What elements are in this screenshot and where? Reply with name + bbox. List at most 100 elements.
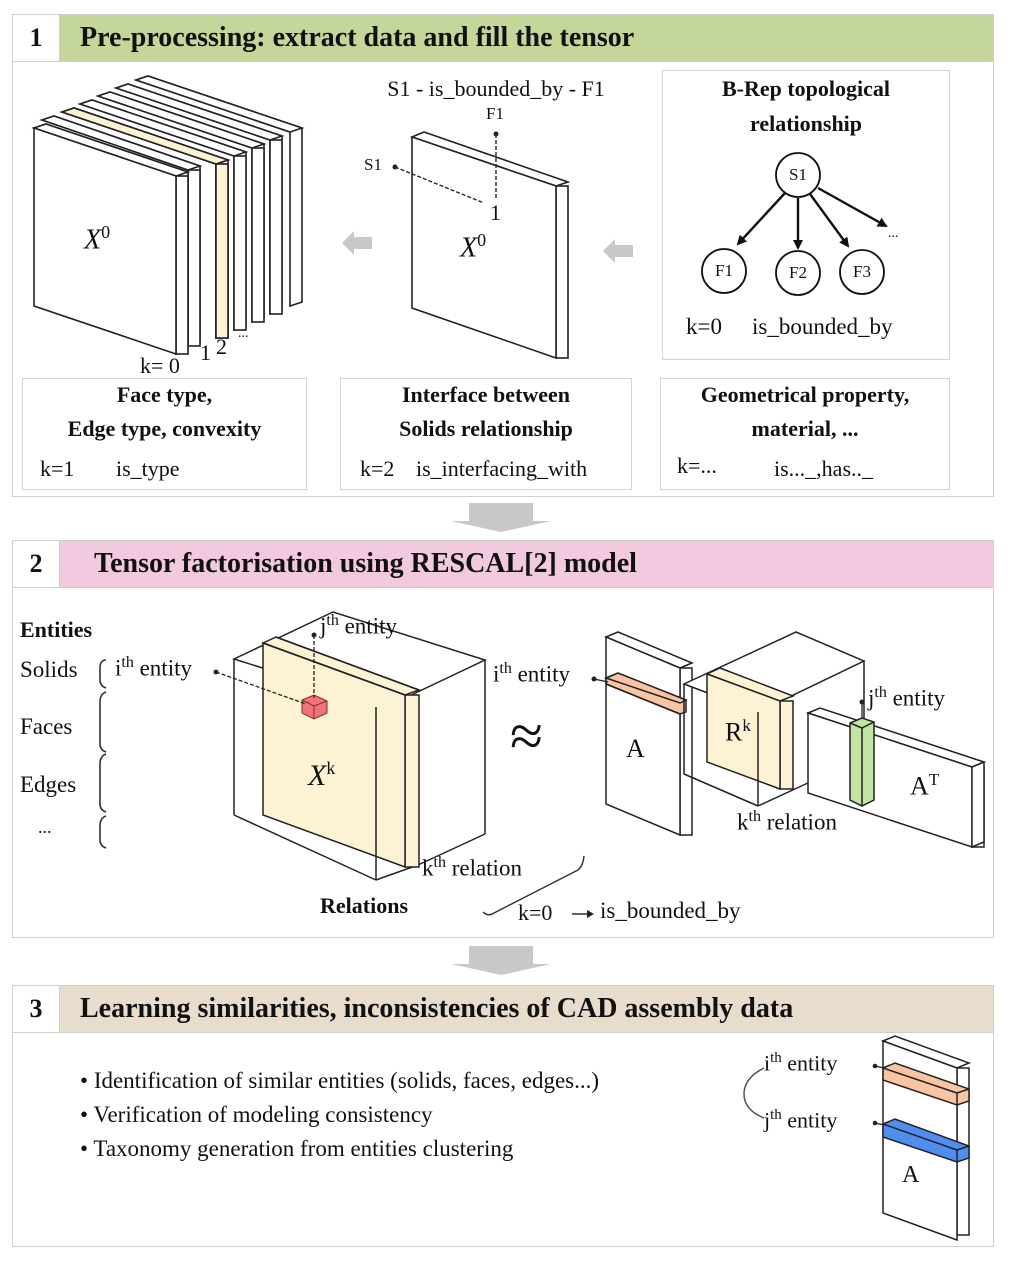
section-3-title: Learning similarities, inconsistencies o… — [60, 986, 993, 1032]
k0-relation-label: is_bounded_by — [600, 898, 741, 923]
core-letter: R — [725, 717, 743, 747]
arrow-down-icon — [451, 946, 551, 975]
core-kth-relation-label: kth relation — [737, 808, 837, 836]
brep-title-line1: B-Rep topological — [721, 76, 891, 101]
brep-relation-label: is_bounded_by — [752, 314, 893, 339]
matrix-at-letter: A — [910, 771, 929, 801]
brep-node-f3-label: F3 — [853, 262, 871, 281]
stack-tensor-label: X0 — [84, 222, 110, 256]
stack-k1-label: 1 — [200, 340, 211, 365]
relation-example-label: S1 - is_bounded_by - F1 — [387, 76, 605, 101]
property-box-interface-line2: Solids relationship — [399, 416, 573, 441]
property-box-geometry-line2: material, ... — [751, 416, 859, 441]
xk-k-letter: k — [422, 855, 434, 881]
section-1-header: 1 Pre-processing: extract data and fill … — [13, 15, 993, 62]
brep-node-f2-label: F2 — [789, 263, 807, 282]
at-j-letter: j — [868, 685, 875, 711]
at-j-entity-word: entity — [892, 685, 945, 711]
property-box-geometry-k: k=... — [677, 453, 717, 478]
xk-i-entity-word: entity — [139, 655, 192, 681]
property-box-geometry-line1: Geometrical property, — [700, 382, 910, 407]
stack-tensor-letter: X — [84, 224, 102, 256]
section-3-panel: 3 Learning similarities, inconsistencies… — [12, 985, 994, 1247]
matrix-a-small-label: A — [902, 1162, 920, 1188]
xk-i-th: th — [121, 654, 134, 671]
property-box-type-line2: Edge type, convexity — [67, 416, 262, 441]
a-i-entity-word: entity — [517, 661, 570, 687]
slice-tensor-letter: X — [460, 232, 478, 264]
core-label: Rk — [725, 716, 751, 748]
outcome-item: • Taxonomy generation from entities clus… — [80, 1136, 514, 1161]
similarity-j-entity-label: jth entity — [764, 1107, 837, 1133]
core-sup: k — [742, 716, 751, 735]
sim-j-letter: j — [764, 1107, 771, 1133]
property-box-interface-line1: Interface between — [402, 382, 570, 407]
arrow-left-icon — [603, 239, 633, 263]
a-i-th: th — [499, 660, 512, 677]
relations-title: Relations — [320, 893, 408, 918]
outcome-item: • Identification of similar entities (so… — [80, 1068, 600, 1093]
entity-group-edges: Edges — [20, 772, 77, 797]
a-i-entity-label: ith entity — [493, 660, 570, 688]
sim-j-th: th — [770, 1107, 782, 1123]
brep-title-line2: relationship — [749, 111, 863, 136]
brep-node-s1-label: S1 — [789, 165, 807, 184]
slice-tensor-label: X0 — [460, 230, 486, 264]
brep-k-label: k=0 — [686, 314, 722, 339]
property-box-interface — [340, 378, 632, 490]
xk-kth-relation-label: kth relation — [422, 854, 522, 882]
stack-k0-label: k= 0 — [140, 353, 180, 378]
sim-i-letter: i — [764, 1050, 771, 1076]
core-relation-word: relation — [766, 809, 837, 835]
sim-i-th: th — [770, 1050, 782, 1066]
xk-j-entity-word: entity — [344, 613, 397, 639]
matrix-at-sup: T — [928, 770, 940, 789]
k0-label: k=0 — [518, 900, 553, 925]
property-box-geometry — [660, 378, 950, 490]
stack-k2-label: 2 — [216, 334, 227, 359]
brep-more-label: ... — [888, 226, 899, 241]
section-2-header: 2 Tensor factorisation using RESCAL[2] m… — [13, 541, 993, 588]
xk-j-entity-label: jth entity — [320, 612, 397, 640]
outcome-text: Taxonomy generation from entities cluste… — [93, 1136, 514, 1161]
a-i-letter: i — [493, 661, 500, 687]
slice-s1-label: S1 — [364, 155, 382, 174]
sim-i-entity-word: entity — [787, 1050, 838, 1076]
property-box-type-k: k=1 — [40, 456, 75, 481]
xk-relation-word: relation — [451, 855, 522, 881]
entity-group-solids: Solids — [20, 657, 78, 682]
property-box-interface-k: k=2 — [360, 456, 395, 481]
property-box-interface-relation: is_interfacing_with — [416, 456, 588, 481]
entity-group-more: ... — [38, 817, 52, 837]
entity-group-faces: Faces — [20, 714, 73, 739]
stack-tensor-sup: 0 — [101, 222, 111, 242]
similarity-i-entity-label: ith entity — [764, 1050, 837, 1076]
xk-i-letter: i — [115, 655, 122, 681]
section-2-number: 2 — [13, 541, 60, 587]
arrow-down-icon — [451, 503, 551, 532]
stack-more-label: ... — [238, 326, 249, 341]
slice-tensor-sup: 0 — [477, 230, 487, 250]
xk-tensor-sup: k — [326, 758, 336, 778]
approx-symbol: ≈ — [510, 703, 543, 769]
brep-node-f1-label: F1 — [715, 261, 733, 280]
core-k-th: th — [748, 808, 761, 825]
matrix-at-label: AT — [910, 770, 939, 802]
outcome-item: • Verification of modeling consistency — [80, 1102, 433, 1127]
section-3-header: 3 Learning similarities, inconsistencies… — [13, 986, 993, 1033]
xk-k-th: th — [433, 854, 446, 871]
section-2-title: Tensor factorisation using RESCAL[2] mod… — [60, 541, 993, 587]
xk-tensor-letter: X — [308, 759, 327, 792]
entities-title: Entities — [20, 617, 93, 642]
section-1-number: 1 — [13, 15, 60, 61]
xk-i-entity-label: ith entity — [115, 654, 192, 682]
xk-j-th: th — [326, 612, 339, 629]
sim-j-entity-word: entity — [787, 1107, 838, 1133]
outcome-list: • Identification of similar entities (so… — [80, 1064, 599, 1166]
property-box-type-line1: Face type, — [116, 382, 213, 407]
section-3-number: 3 — [13, 986, 60, 1032]
core-k-letter: k — [737, 809, 749, 835]
outcome-text: Identification of similar entities (soli… — [93, 1068, 600, 1093]
property-box-type-relation: is_type — [116, 456, 180, 481]
slice-cell-value: 1 — [490, 200, 501, 225]
